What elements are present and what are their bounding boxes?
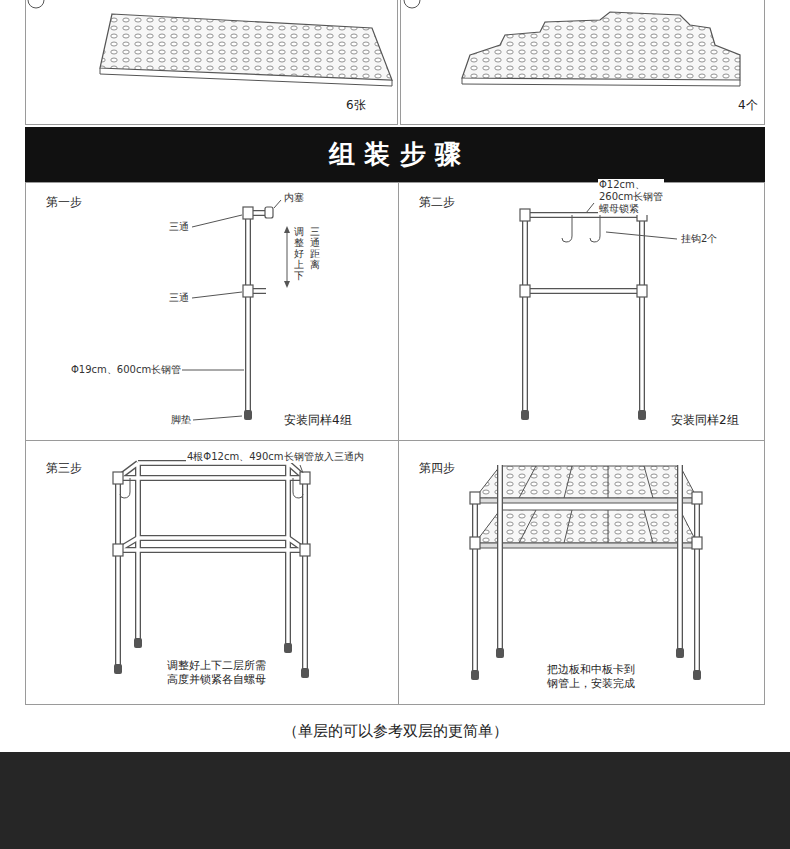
step-panel: 第三步调整好上下二层所需 高度并锁紧各自螺母 (25, 440, 399, 705)
footer-band (0, 752, 790, 849)
step-note: 安装同样4组 (284, 413, 352, 428)
foot-pad (693, 670, 701, 680)
part-label: 4根Φ12cm、490cm长钢管放入三通内 (186, 451, 365, 463)
callout-circle (404, 0, 420, 8)
foot-pad (284, 643, 292, 653)
shelf-edge (475, 543, 697, 548)
tee (520, 285, 530, 297)
part-label: 三通 (168, 221, 190, 233)
leader-line (173, 370, 244, 371)
plug (265, 207, 273, 218)
leader-line (274, 200, 281, 208)
step-heading: 第四步 (419, 461, 455, 476)
leader-line (192, 215, 242, 227)
shelf-board (475, 510, 697, 543)
leader-line (300, 465, 303, 473)
tee (637, 285, 647, 297)
foot-pad (676, 648, 684, 658)
parts-panel: 6张 (25, 0, 398, 125)
part-label: Φ12cm、260cm长钢管 螺母锁紧 (598, 179, 664, 215)
tee (470, 492, 480, 504)
part-label: 三通 (168, 292, 190, 304)
part-label: 挂钩2个 (680, 233, 718, 245)
arrowhead (284, 226, 290, 233)
caption: （单层的可以参考双层的更简单） (283, 722, 508, 741)
slat-gap (519, 466, 653, 498)
step-panel: 第四步把边板和中板卡到 钢管上，安装完成 (398, 440, 765, 705)
dimension-line (287, 231, 288, 283)
pipe-outline (118, 210, 697, 672)
foot-pad (244, 410, 252, 420)
parts-panel: 4个 (400, 0, 765, 125)
leader-lines (173, 200, 677, 473)
part-label: 脚垫 (170, 414, 192, 426)
step-note: 安装同样2组 (671, 413, 739, 428)
part-label: Φ19cm、600cm长钢管 (70, 364, 182, 376)
leader-line (193, 416, 242, 420)
foot-pad (471, 670, 479, 680)
tee-fittings (113, 207, 702, 556)
leader-line (586, 203, 594, 213)
title: 组 装 步 骤 (25, 127, 765, 182)
shelf-edge (475, 498, 697, 503)
step-panel: 第二步安装同样2组 (398, 182, 765, 441)
slat-gap (519, 510, 653, 543)
side-board (462, 12, 740, 80)
hook (120, 215, 600, 498)
leader-line (606, 232, 677, 239)
quantity: 4个 (738, 98, 758, 113)
step-heading: 第三步 (46, 461, 82, 476)
step-heading: 第一步 (46, 195, 82, 210)
arrowhead (284, 281, 290, 288)
title-band: 组 装 步 骤 (25, 127, 765, 182)
tee (692, 537, 702, 549)
step-panel: 第一步安装同样4组 (25, 182, 399, 441)
leader-line (192, 292, 242, 298)
foot-pad (638, 410, 646, 420)
step-heading: 第二步 (419, 195, 455, 210)
quantity: 6张 (346, 98, 366, 113)
tee (300, 544, 310, 556)
tee (243, 285, 253, 297)
part-label: 调整好上下 (294, 226, 304, 281)
step-note: 调整好上下二层所需 高度并锁紧各自螺母 (167, 659, 266, 687)
tee (520, 209, 530, 221)
tee (692, 492, 702, 504)
board-edge (462, 78, 740, 86)
foot-pad (114, 664, 122, 674)
step-note: 把边板和中板卡到 钢管上，安装完成 (547, 663, 635, 691)
tee (113, 472, 123, 484)
board-edge (100, 68, 392, 86)
part-label: 内塞 (283, 192, 305, 204)
tee (243, 207, 253, 219)
middle-board (100, 14, 392, 80)
callout-circle (28, 0, 44, 8)
tee (470, 537, 480, 549)
pipe-fill (118, 210, 697, 672)
foot-pad (301, 668, 309, 678)
foot-pad (521, 410, 529, 420)
tee (300, 472, 310, 484)
tee (113, 544, 123, 556)
foot-pad (496, 648, 504, 658)
part-label: 三通距离 (310, 226, 320, 270)
foot-pad (134, 638, 142, 648)
shelf-board (475, 466, 697, 498)
feet (114, 410, 701, 680)
